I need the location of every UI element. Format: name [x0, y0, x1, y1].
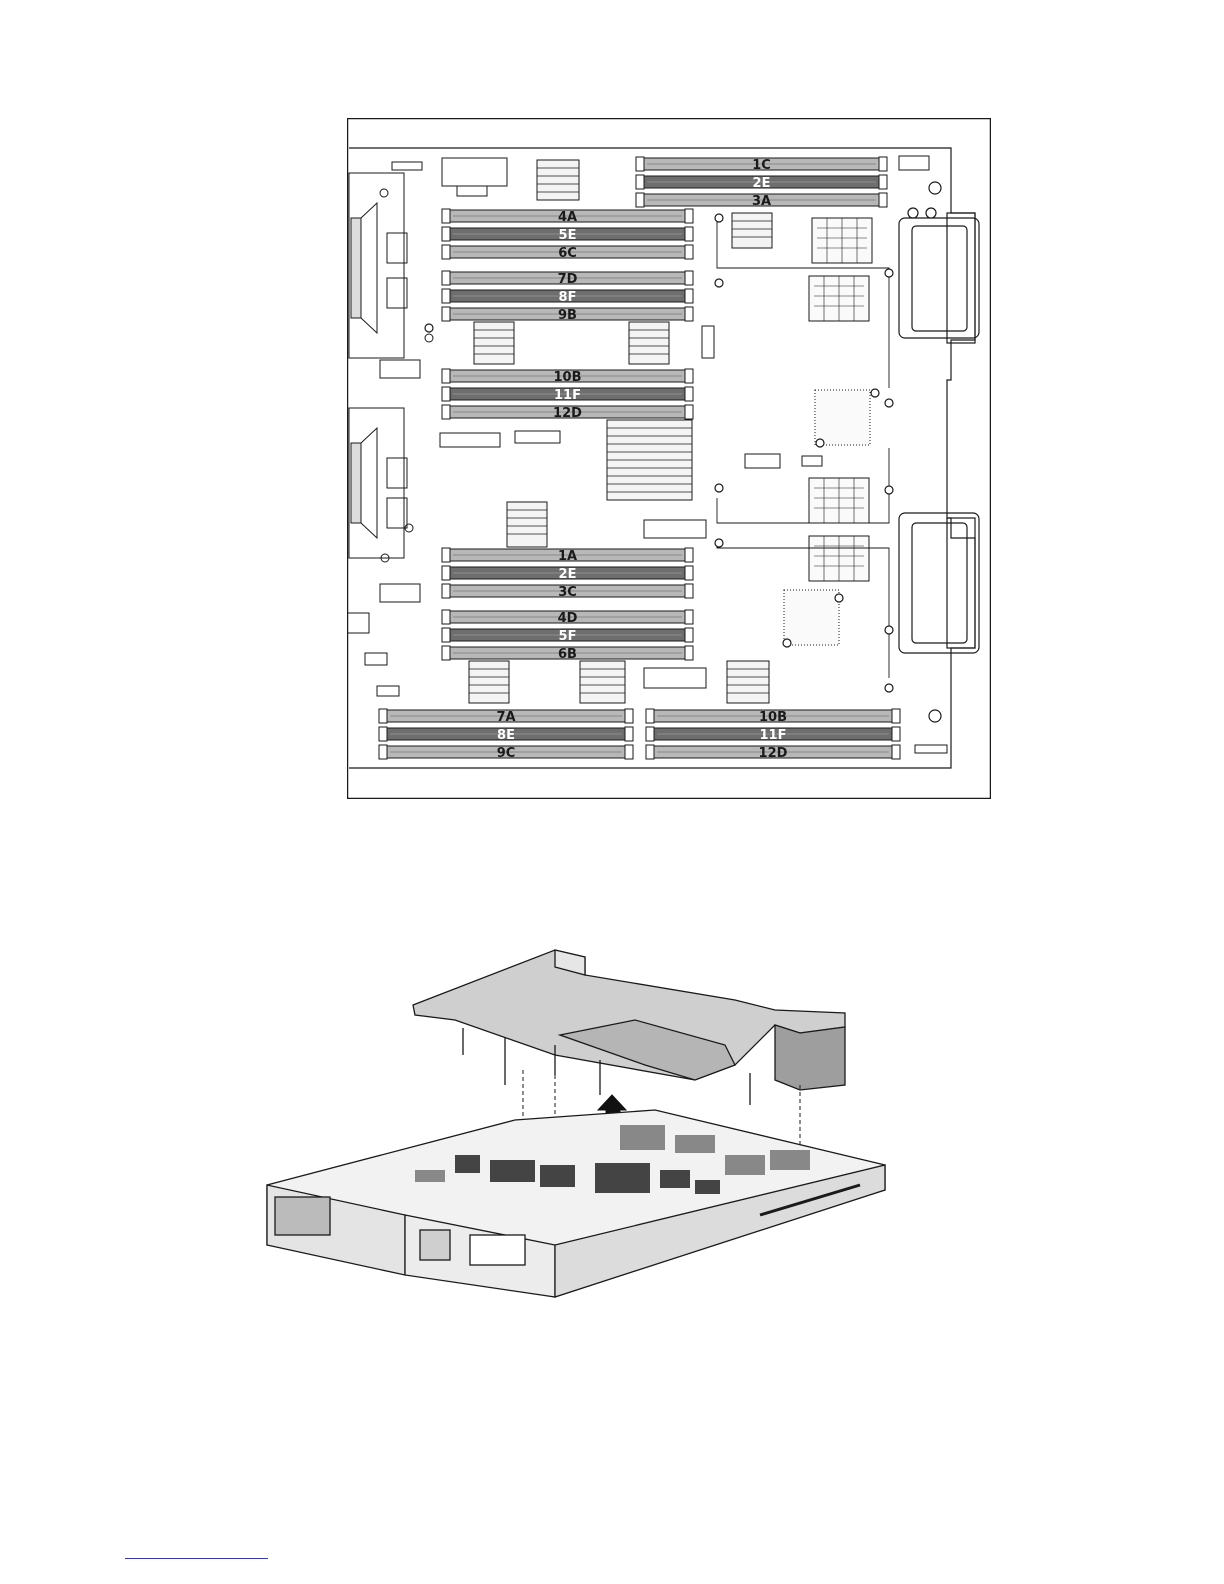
- dimm-slot-label: 12D: [759, 746, 788, 761]
- dimm-slot-label: 7D: [558, 272, 578, 287]
- heatsink-icon: [727, 661, 769, 703]
- dimm-slot-label: 5F: [559, 629, 577, 644]
- air-baffle: [413, 950, 845, 1105]
- heatsink-icon: [507, 502, 547, 547]
- processor-socket-icon: [809, 276, 869, 321]
- processor-socket-icon: [809, 478, 869, 523]
- processor-socket-icon: [809, 536, 869, 581]
- footer-rule: [125, 1558, 268, 1559]
- dimm-group-top-right: 1C 2E 3A: [636, 157, 887, 209]
- dimm-slot-label: 7A: [496, 710, 515, 725]
- dimm-slot-label: 8F: [559, 290, 577, 305]
- dimm-slot-label: 4D: [558, 611, 578, 626]
- dimm-slot-label: 3A: [752, 194, 771, 209]
- heatsink-icon: [607, 420, 692, 500]
- dimm-slot-label: 5E: [559, 228, 577, 243]
- dimm-slot-label: 11F: [760, 728, 787, 743]
- heatsink-icon: [469, 661, 509, 703]
- dimm-slot-label: 10B: [759, 710, 787, 725]
- heatsink-icon: [580, 661, 625, 703]
- dimm-slot-label: 6C: [558, 246, 577, 261]
- processor-socket-icon: [812, 218, 872, 263]
- server-blade-chassis: [267, 1110, 885, 1297]
- dimm-slot-label: 2E: [753, 176, 771, 191]
- dimm-slot-label: 1A: [558, 549, 577, 564]
- dimm-group-bottom-left: 7A 8E 9C: [379, 709, 633, 761]
- air-baffle-removal-illustration: [255, 945, 895, 1315]
- heatsink-icon: [474, 322, 514, 364]
- heatsink-icon: [732, 213, 772, 248]
- dimm-slot-label: 12D: [553, 406, 582, 421]
- dimm-slot-label: 6B: [558, 647, 577, 662]
- dimm-slot-label: 2E: [559, 567, 577, 582]
- chip-grid-lower: [784, 590, 839, 645]
- dimm-slot-label: 8E: [497, 728, 515, 743]
- dimm-slot-label: 3C: [558, 585, 577, 600]
- heatsink-icon: [537, 160, 579, 200]
- dimm-slot-label: 11F: [554, 388, 581, 403]
- dimm-slot-label: 4A: [558, 210, 577, 225]
- heatsink-icon: [629, 322, 669, 364]
- dimm-slot-label: 9C: [497, 746, 516, 761]
- dimm-slot-label: 9B: [558, 308, 577, 323]
- chip-grid-upper: [815, 390, 870, 445]
- dimm-group-bottom-right: 10B 11F 12D: [646, 709, 900, 761]
- dimm-slot-label: 1C: [752, 158, 771, 173]
- dimm-slot-label: 10B: [554, 370, 582, 385]
- system-board-diagram: 1C 2E 3A 4A 5E 6C 7D 8F 9B 10B 11F 12D 1A 2E 3C 4D 5F 6…: [347, 118, 991, 799]
